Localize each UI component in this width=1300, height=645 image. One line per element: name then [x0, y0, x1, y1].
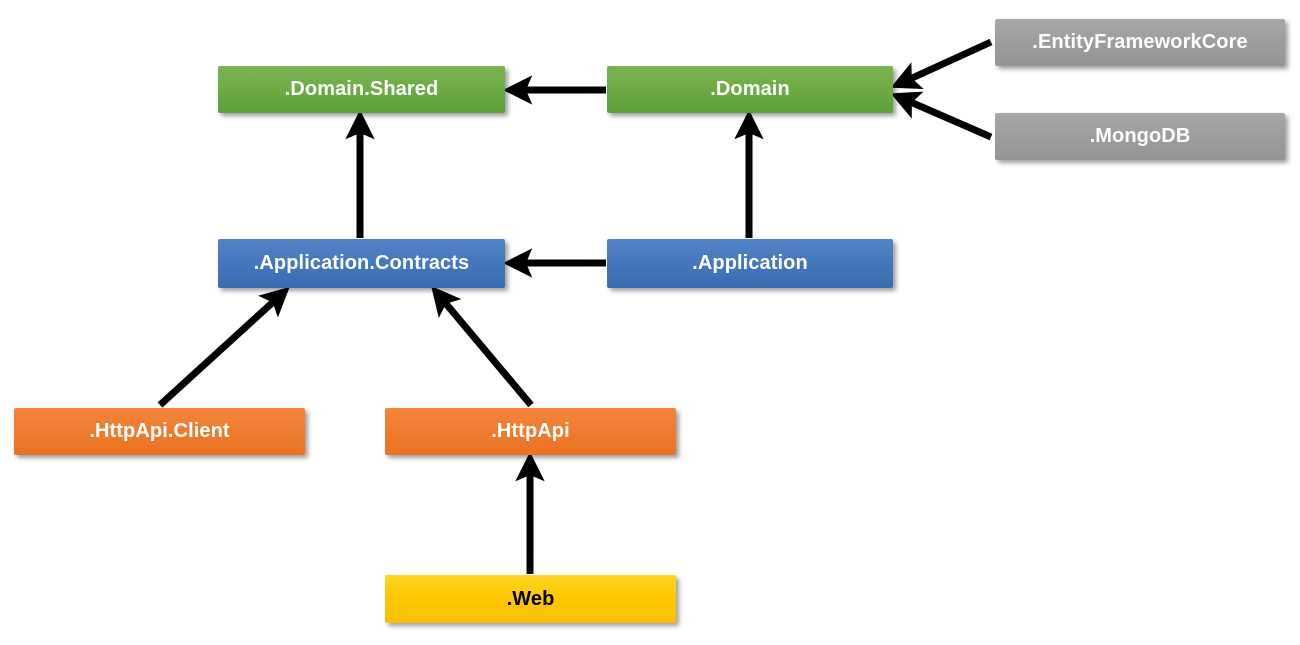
- node-label-web: .Web: [506, 587, 555, 610]
- node-entityframeworkcore[interactable]: .EntityFrameworkCore: [995, 19, 1285, 66]
- node-label-httpapi-client: .HttpApi.Client: [89, 420, 230, 442]
- node-label-entityframeworkcore: .EntityFrameworkCore: [1032, 31, 1248, 53]
- edge-httpapi-to-application-contracts: [431, 286, 534, 408]
- edges-group: [157, 38, 993, 574]
- node-web[interactable]: .Web: [385, 575, 676, 623]
- node-domain-shared[interactable]: .Domain.Shared: [218, 66, 505, 113]
- edge-httpapi-client-to-application-contracts: [157, 286, 290, 408]
- node-label-application: .Application: [692, 252, 808, 274]
- node-httpapi[interactable]: .HttpApi: [385, 408, 676, 455]
- node-label-domain: .Domain: [710, 78, 790, 100]
- node-httpapi-client[interactable]: .HttpApi.Client: [14, 408, 305, 455]
- node-label-domain-shared: .Domain.Shared: [284, 78, 439, 100]
- edge-mongodb-to-domain: [890, 91, 993, 141]
- node-label-mongodb: .MongoDB: [1089, 125, 1191, 147]
- node-application[interactable]: .Application: [607, 239, 893, 288]
- node-domain[interactable]: .Domain: [607, 66, 893, 113]
- node-mongodb[interactable]: .MongoDB: [995, 113, 1285, 160]
- node-label-httpapi: .HttpApi: [491, 420, 570, 442]
- node-label-application-contracts: .Application.Contracts: [253, 252, 470, 274]
- edge-efcore-to-domain: [890, 38, 993, 89]
- node-application-contracts[interactable]: .Application.Contracts: [218, 239, 505, 288]
